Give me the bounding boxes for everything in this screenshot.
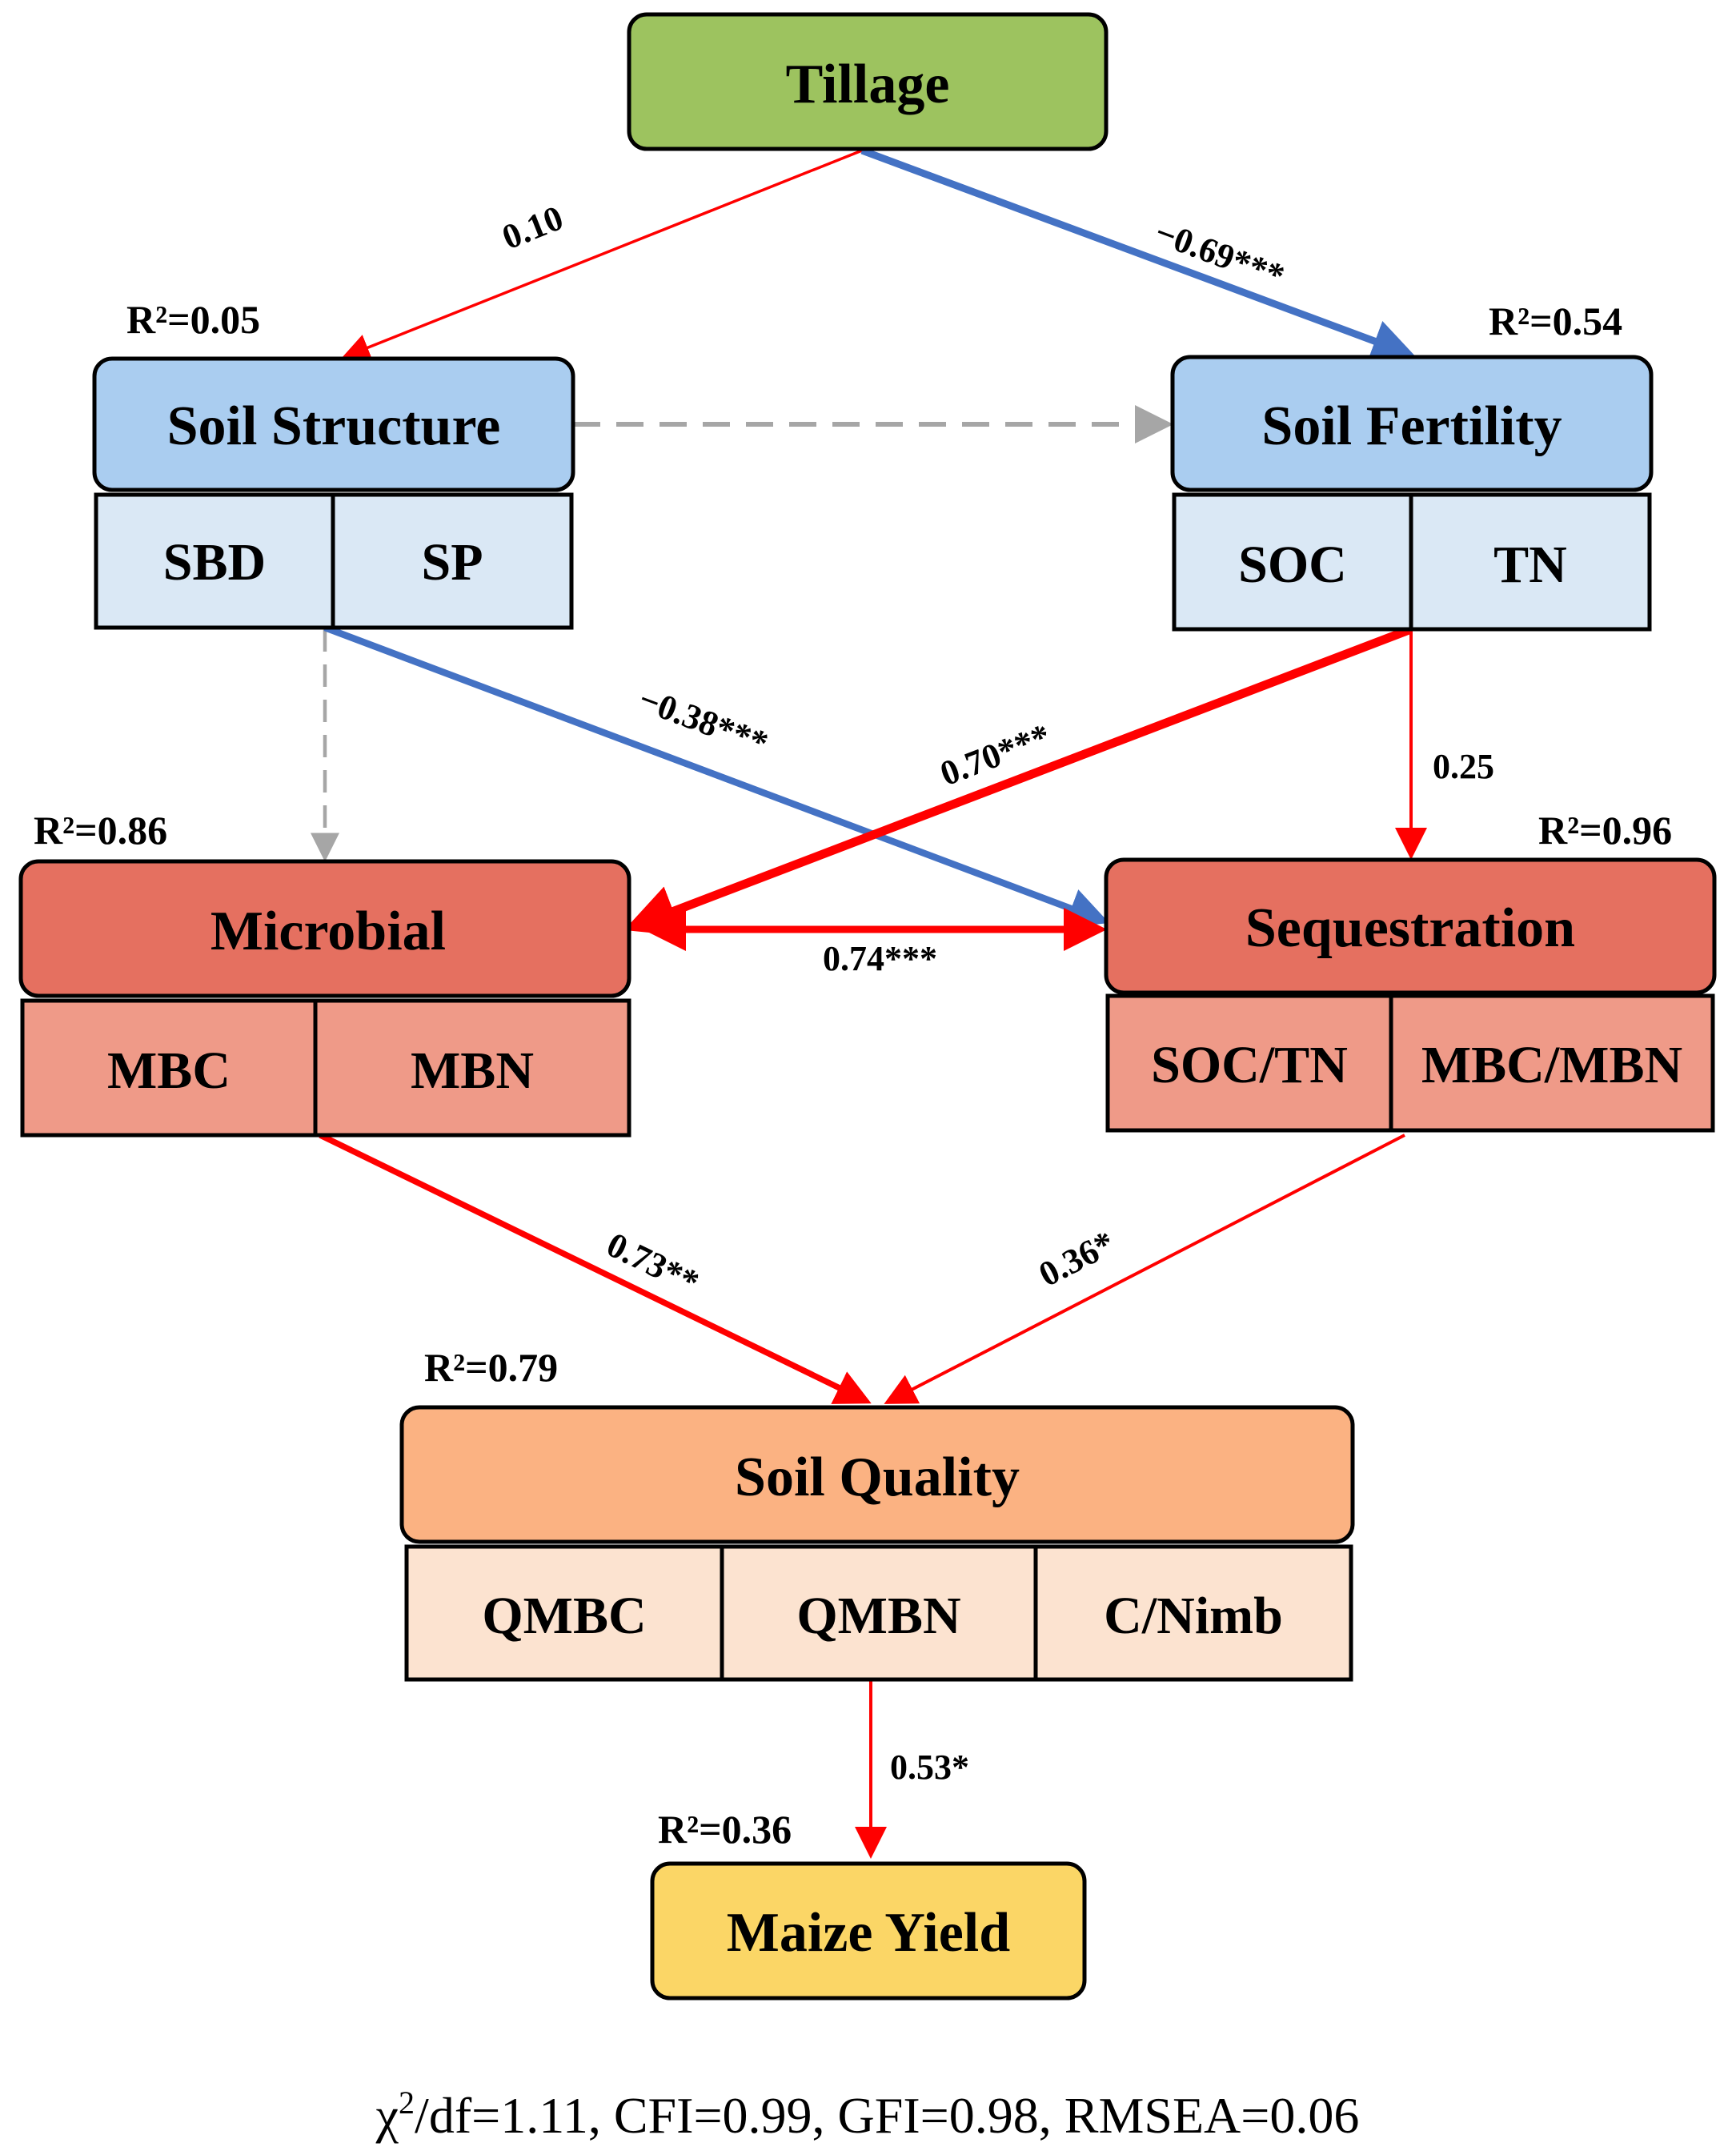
path-arrows <box>311 146 1427 1859</box>
cell-qmbn <box>720 1544 1038 1682</box>
chi-exponent: 2 <box>399 2085 415 2121</box>
cell-qmbc <box>404 1544 724 1682</box>
fit-text: /df=1.11, CFI=0.99, GFI=0.98, RMSEA=0.06 <box>415 2087 1359 2144</box>
cell-qmbc-label: QMBC <box>482 1587 646 1645</box>
coef-tillage-structure: 0.10 <box>497 198 569 257</box>
maize-yield-box <box>650 1861 1087 2000</box>
r2-soil-fertility: R²=0.54 <box>1489 299 1622 343</box>
cell-mbc-mbn <box>1389 993 1715 1133</box>
soil-structure-box <box>92 356 575 492</box>
node-soil-fertility: R²=0.54 Soil Fertility SOC TN <box>1170 299 1654 632</box>
cell-tn-label: TN <box>1493 536 1567 594</box>
cell-mbc <box>20 998 318 1138</box>
coef-microbial-quality: 0.73** <box>601 1225 705 1302</box>
model-fit-statistics: χ2/df=1.11, CFI=0.99, GFI=0.98, RMSEA=0.… <box>375 2085 1360 2144</box>
cell-tn <box>1409 492 1652 632</box>
soil-fertility-title: Soil Fertility <box>1261 395 1562 457</box>
r2-microbial: R²=0.86 <box>34 808 167 853</box>
path-tillage-fertility <box>860 146 1416 362</box>
sequestration-title: Sequestration <box>1245 897 1575 959</box>
cell-mbn-label: MBN <box>411 1041 534 1100</box>
r2-soil-structure: R²=0.05 <box>126 297 260 342</box>
tillage-box <box>627 12 1109 151</box>
node-tillage: Tillage <box>627 12 1109 151</box>
cell-mbc-label: MBC <box>107 1041 231 1100</box>
path-structure-sequestration <box>323 624 1109 928</box>
cell-soc-tn <box>1105 993 1393 1133</box>
chi-symbol: χ <box>375 2087 399 2144</box>
node-sequestration: R²=0.96 Sequestration SOC/TN MBC/MBN <box>1104 808 1717 1133</box>
sequestration-box <box>1104 857 1717 995</box>
coef-microbial-sequestration: 0.74*** <box>823 939 937 978</box>
cell-sbd-label: SBD <box>163 533 266 592</box>
node-microbial: R²=0.86 Microbial MBC MBN <box>18 808 631 1138</box>
node-maize-yield: R²=0.36 Maize Yield <box>650 1807 1087 2000</box>
cell-soc <box>1172 492 1413 632</box>
cell-soc-label: SOC <box>1238 536 1347 594</box>
microbial-title: Microbial <box>210 901 446 962</box>
r2-sequestration: R²=0.96 <box>1538 808 1672 853</box>
cell-mbn <box>313 998 631 1138</box>
soil-quality-box <box>399 1405 1355 1544</box>
soil-structure-title: Soil Structure <box>167 395 501 457</box>
r2-maize-yield: R²=0.36 <box>658 1807 792 1852</box>
cell-mbc-mbn-label: MBC/MBN <box>1421 1036 1682 1094</box>
coef-fertility-microbial: 0.70*** <box>935 716 1056 794</box>
node-soil-quality: R²=0.79 Soil Quality QMBC QMBN C/Nimb <box>399 1345 1355 1682</box>
maize-yield-title: Maize Yield <box>727 1902 1010 1964</box>
cell-qmbn-label: QMBN <box>796 1587 960 1645</box>
cell-cnimb <box>1033 1544 1353 1682</box>
cell-sbd <box>94 492 335 630</box>
path-microbial-quality <box>319 1132 872 1404</box>
cell-sp-label: SP <box>421 533 483 592</box>
path-sequestration-quality <box>884 1134 1405 1404</box>
microbial-box <box>18 859 631 998</box>
soil-quality-title: Soil Quality <box>735 1447 1020 1508</box>
coef-sequestration-quality: 0.36* <box>1032 1223 1121 1294</box>
r2-soil-quality: R²=0.79 <box>424 1345 558 1390</box>
coef-quality-yield: 0.53* <box>890 1748 969 1787</box>
tillage-title: Tillage <box>786 54 950 115</box>
cell-sp <box>331 492 574 630</box>
path-tillage-structure <box>341 149 863 361</box>
cell-soc-tn-label: SOC/TN <box>1151 1036 1348 1094</box>
soil-fertility-box <box>1170 355 1654 492</box>
node-soil-structure: R²=0.05 Soil Structure SBD SP <box>92 297 575 630</box>
coef-fertility-sequestration: 0.25 <box>1433 747 1494 786</box>
path-fertility-microbial <box>623 624 1413 937</box>
cell-cnimb-label: C/Nimb <box>1104 1587 1283 1645</box>
